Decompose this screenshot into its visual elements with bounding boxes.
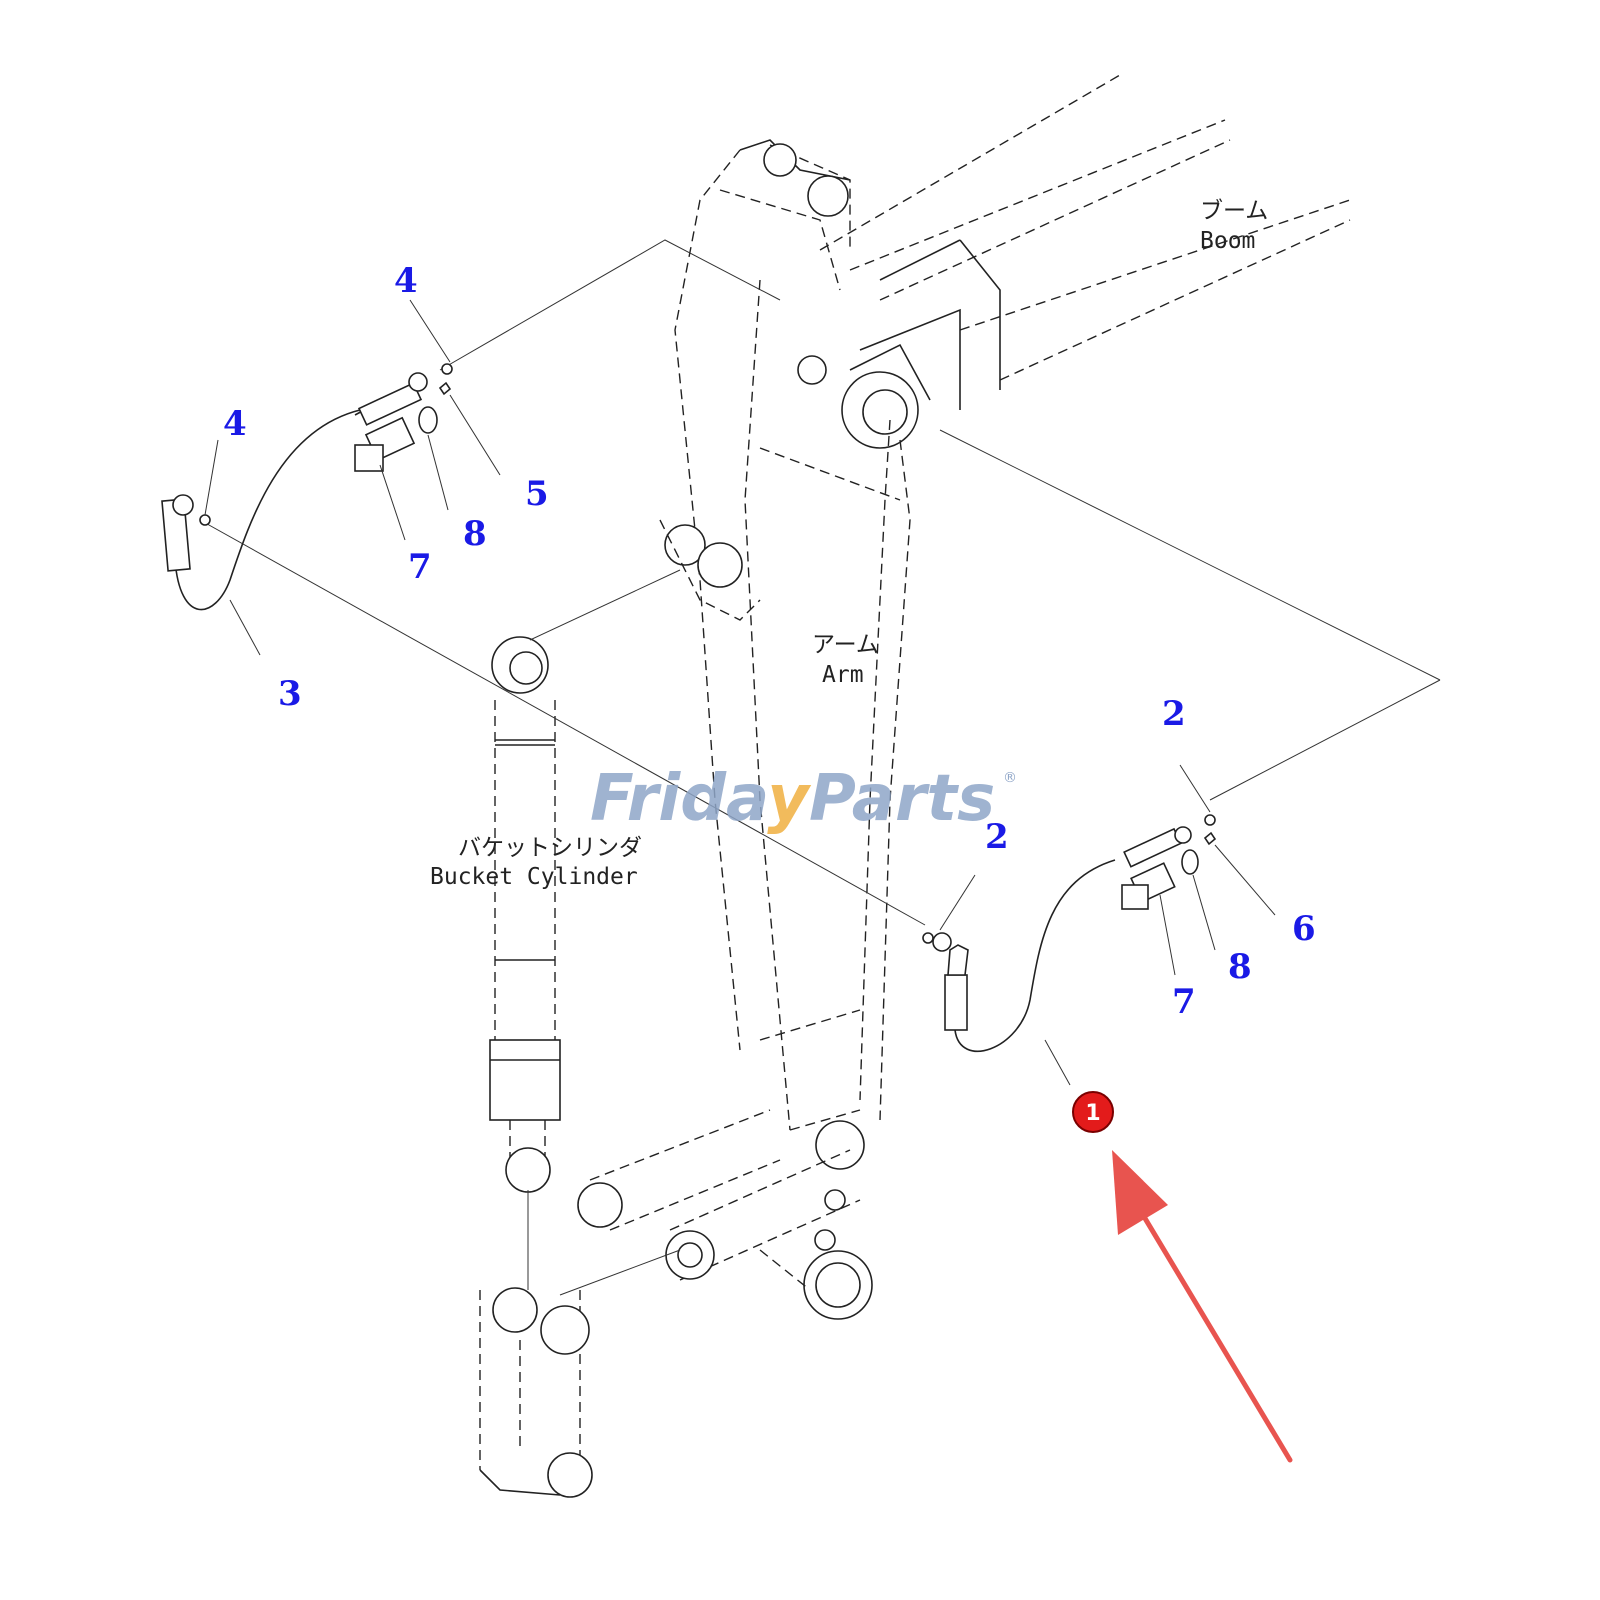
callout-8-right: 8 (1228, 947, 1252, 987)
callout-3: 3 (278, 674, 302, 714)
assembly-lines (199, 239, 1441, 1296)
label-boom-en: Boom (1200, 228, 1255, 254)
label-arm-en: Arm (822, 662, 864, 688)
bucket-cylinder-drawing (479, 636, 593, 1498)
label-boom-jp: ブーム (1200, 198, 1268, 224)
hose-assembly-left (161, 299, 501, 656)
callout-7-left: 7 (408, 547, 432, 587)
link-drawing (577, 1109, 861, 1281)
callout-2-lower: 2 (985, 817, 1009, 857)
callout-7-right: 7 (1172, 982, 1196, 1022)
callout-4-left: 4 (223, 404, 247, 444)
watermark-registered: ® (1003, 770, 1017, 786)
watermark-accent: y (767, 762, 811, 836)
callout-5: 5 (525, 474, 549, 514)
hose-assembly-right (922, 764, 1276, 1086)
watermark-logo: FridayParts ® (590, 762, 1017, 836)
callout-8-left: 8 (463, 514, 487, 554)
callout-2-upper: 2 (1162, 694, 1186, 734)
label-bucket-en: Bucket Cylinder (430, 864, 638, 890)
highlight-badge: 1 (1072, 1091, 1114, 1133)
watermark-text-1: Frida (590, 762, 767, 836)
boom-drawing (819, 74, 1351, 449)
highlight-badge-circle (1072, 1091, 1114, 1133)
label-bucket-jp: バケットシリンダ (458, 835, 642, 861)
callout-6: 6 (1292, 909, 1316, 949)
svg-text:FridayParts: FridayParts (590, 762, 995, 836)
label-arm-jp: アーム (812, 632, 879, 658)
watermark-text-2: Parts (809, 762, 995, 836)
arm-drawing (659, 139, 911, 1320)
highlight-badge-number: 1 (1085, 1101, 1100, 1126)
callout-4-top: 4 (394, 261, 418, 301)
highlight-arrow (1112, 1150, 1293, 1463)
